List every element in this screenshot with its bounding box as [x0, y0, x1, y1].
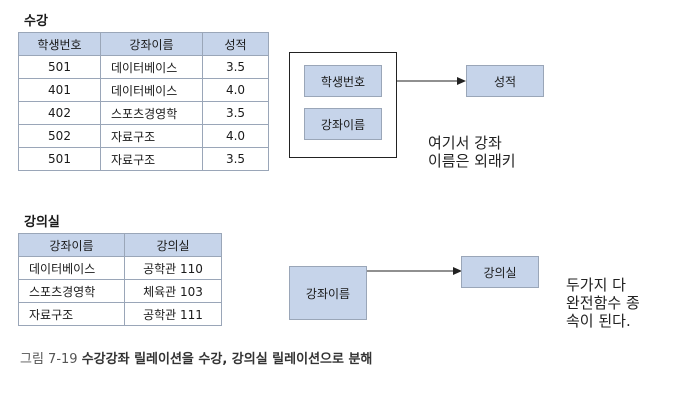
- table-cell: 501: [18, 55, 101, 79]
- section-title-classroom: 강의실: [24, 215, 60, 230]
- table-row: 401 데이터베이스 4.0: [18, 78, 269, 102]
- table-header-row: 학생번호 강좌이름 성적: [18, 32, 269, 56]
- table-row: 402 스포츠경영학 3.5: [18, 101, 269, 125]
- full-dependency-note: 두가지 다 완전함수 종 속이 된다.: [566, 276, 640, 330]
- column-header: 학생번호: [18, 32, 101, 56]
- column-header: 강좌이름: [18, 233, 125, 257]
- table-cell: 3.5: [202, 55, 269, 79]
- table-cell: 스포츠경영학: [18, 279, 125, 303]
- table-row: 501 데이터베이스 3.5: [18, 55, 269, 79]
- table-cell: 402: [18, 101, 101, 125]
- table-row: 스포츠경영학 체육관 103: [18, 279, 222, 303]
- table-cell: 자료구조: [100, 124, 203, 148]
- column-header: 강좌이름: [100, 32, 203, 56]
- table-cell: 4.0: [202, 78, 269, 102]
- enrollment-table: 학생번호 강좌이름 성적 501 데이터베이스 3.5 401 데이터베이스 4…: [18, 32, 269, 171]
- table-cell: 401: [18, 78, 101, 102]
- table-cell: 502: [18, 124, 101, 148]
- column-header: 성적: [202, 32, 269, 56]
- table-cell: 501: [18, 147, 101, 171]
- figure-number: 그림 7-19: [20, 352, 78, 367]
- attr-box-course-name: 강좌이름: [304, 108, 382, 140]
- note-line: 두가지 다: [566, 276, 626, 294]
- section-title-enrollment: 수강: [24, 14, 48, 29]
- table-row: 501 자료구조 3.5: [18, 147, 269, 171]
- table-row: 자료구조 공학관 111: [18, 302, 222, 326]
- figure-caption-text: 수강강좌 릴레이션을 수강, 강의실 릴레이션으로 분해: [81, 352, 373, 367]
- attr-box-grade: 성적: [466, 65, 544, 97]
- note-line: 이름은 외래키: [428, 152, 516, 170]
- note-line: 속이 된다.: [566, 312, 631, 330]
- table-header-row: 강좌이름 강의실: [18, 233, 222, 257]
- table-cell: 자료구조: [18, 302, 125, 326]
- table-cell: 3.5: [202, 101, 269, 125]
- table-cell: 체육관 103: [124, 279, 222, 303]
- figure-caption: 그림 7-19 수강강좌 릴레이션을 수강, 강의실 릴레이션으로 분해: [20, 348, 372, 367]
- attr-box-student-id: 학생번호: [304, 65, 382, 97]
- note-line: 완전함수 종: [566, 294, 640, 312]
- table-cell: 공학관 110: [124, 256, 222, 280]
- classroom-table: 강좌이름 강의실 데이터베이스 공학관 110 스포츠경영학 체육관 103 자…: [18, 233, 222, 326]
- table-cell: 4.0: [202, 124, 269, 148]
- foreign-key-note: 여기서 강좌 이름은 외래키: [428, 134, 516, 170]
- table-cell: 데이터베이스: [100, 55, 203, 79]
- table-cell: 공학관 111: [124, 302, 222, 326]
- attr-box-classroom: 강의실: [461, 256, 539, 288]
- attr-box-course-name-2: 강좌이름: [289, 266, 367, 320]
- table-cell: 스포츠경영학: [100, 101, 203, 125]
- dependency-arrow: [367, 267, 462, 275]
- table-cell: 자료구조: [100, 147, 203, 171]
- table-cell: 데이터베이스: [18, 256, 125, 280]
- column-header: 강의실: [124, 233, 222, 257]
- table-row: 데이터베이스 공학관 110: [18, 256, 222, 280]
- table-cell: 3.5: [202, 147, 269, 171]
- dependency-arrow: [397, 77, 466, 85]
- table-row: 502 자료구조 4.0: [18, 124, 269, 148]
- note-line: 여기서 강좌: [428, 134, 502, 152]
- table-cell: 데이터베이스: [100, 78, 203, 102]
